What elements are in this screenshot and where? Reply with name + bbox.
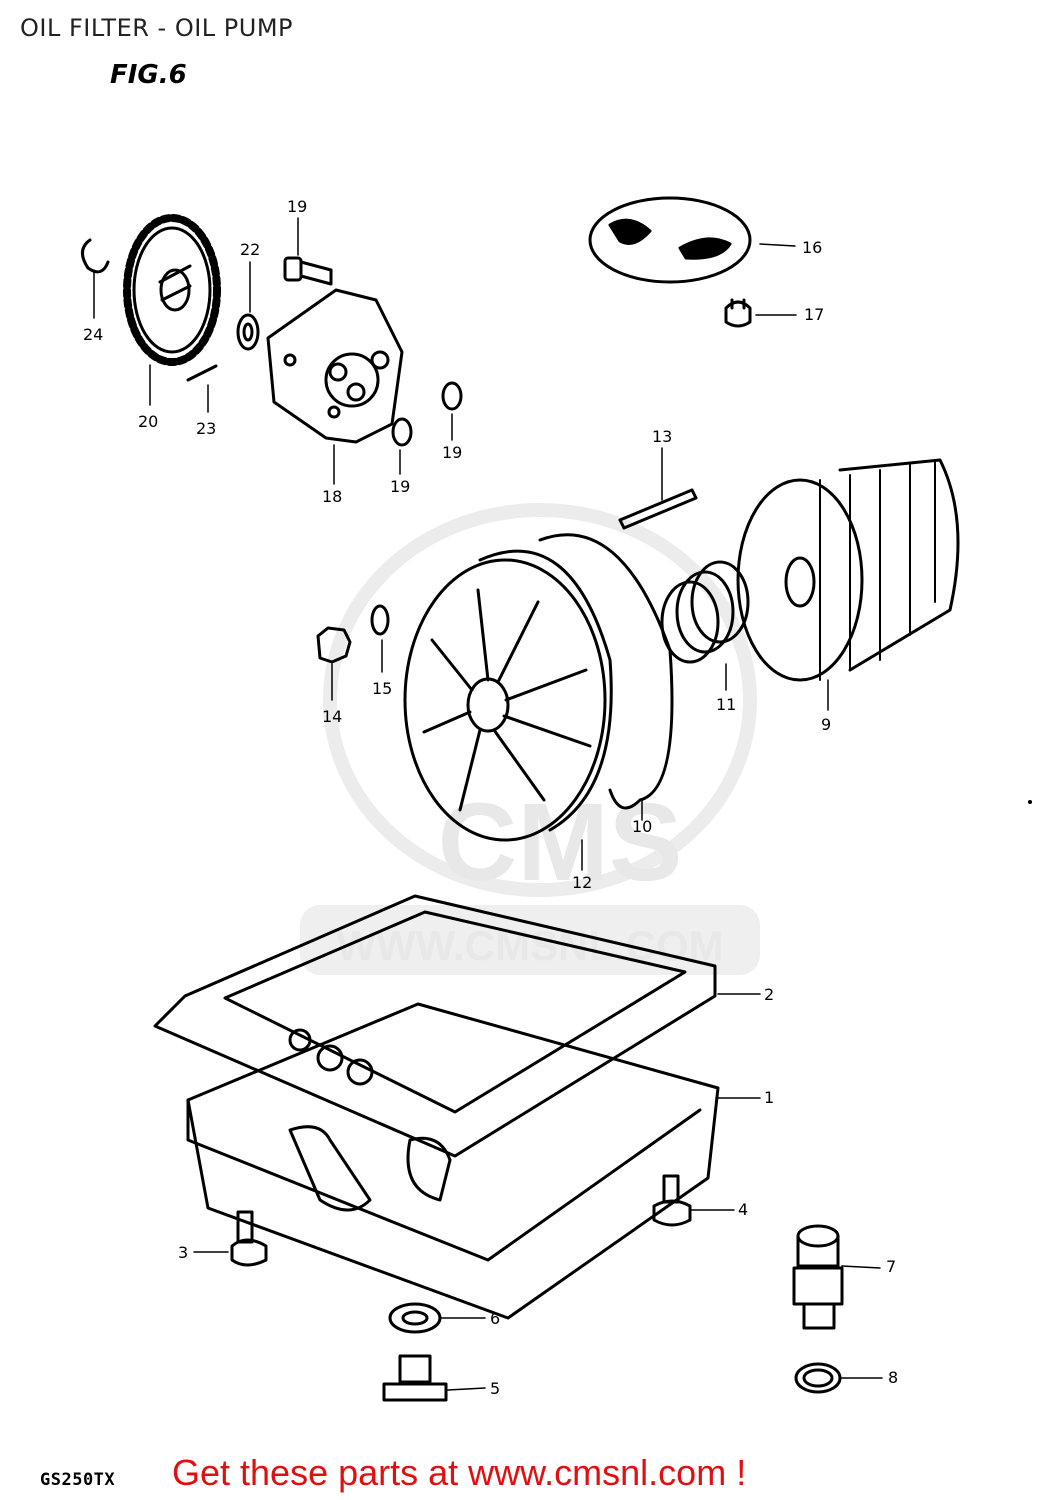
part-10-filter-cover-gasket[interactable] [538,533,674,810]
part-4-bolt[interactable] [652,1174,692,1227]
label-11: 11 [716,695,736,714]
part-13-stud[interactable] [618,488,698,530]
part-8-gasket[interactable] [794,1362,842,1394]
callout-labels: 24 20 22 23 19 18 19 19 16 17 13 9 11 10… [83,197,898,1398]
label-3: 3 [178,1243,188,1262]
watermark: CMS WWW.CMSNL.COM [300,503,760,975]
part-3-bolt[interactable] [230,1210,268,1267]
label-21: 20 [138,412,158,431]
label-20: 19 [287,197,307,216]
label-4: 4 [738,1200,748,1219]
part-5-drain-plug[interactable] [382,1354,448,1402]
get-parts-link[interactable]: Get these parts at www.cmsnl.com ! [172,1452,747,1493]
label-5: 5 [490,1379,500,1398]
part-19-o-ring-b[interactable] [441,381,463,411]
label-1: 1 [764,1088,774,1107]
part-11-spring[interactable] [660,560,750,664]
label-19b: 19 [442,443,462,462]
part-22-washer[interactable] [236,313,260,351]
label-14: 14 [322,707,342,726]
label-2: 2 [764,985,774,1004]
label-8: 8 [888,1368,898,1387]
label-10: 10 [632,817,652,836]
part-12-oil-filter-cover[interactable] [403,549,613,842]
label-9: 9 [821,715,831,734]
label-6: 6 [490,1309,500,1328]
part-23-pin[interactable] [186,364,218,382]
part-9-oil-filter[interactable] [736,458,960,682]
model-code: GS250TX [40,1470,116,1490]
part-20-bolt[interactable] [283,256,333,286]
label-16: 16 [802,238,822,257]
label-12: 12 [572,873,592,892]
part-19-o-ring-a[interactable] [391,417,413,447]
part-14-nut[interactable] [316,626,352,664]
part-21-oil-pump-gear[interactable] [123,214,221,366]
label-22: 22 [240,240,260,259]
part-18-oil-pump[interactable] [266,288,404,444]
label-7: 7 [886,1257,896,1276]
label-23: 23 [196,419,216,438]
part-7-oil-pressure-switch[interactable] [792,1224,844,1330]
part-16-screen[interactable] [588,196,752,284]
watermark-url: WWW.CMSNL.COM [336,922,723,969]
label-19a: 19 [390,477,410,496]
label-18: 18 [322,487,342,506]
part-15-washer[interactable] [370,604,390,636]
stray-dot [1028,800,1032,804]
label-17: 17 [804,305,824,324]
figure-number: FIG.6 [110,60,187,90]
page-title: OIL FILTER - OIL PUMP [20,14,294,42]
label-15: 15 [372,679,392,698]
leader-lines [93,217,883,1391]
part-6-gasket[interactable] [388,1302,442,1334]
label-13: 13 [652,427,672,446]
part-17-screw[interactable] [724,298,752,328]
part-2-oil-pan-gasket[interactable] [153,894,717,1158]
part-24-circlip[interactable] [81,238,110,274]
part-1-oil-pan[interactable] [186,1002,720,1320]
label-24: 24 [83,325,103,344]
